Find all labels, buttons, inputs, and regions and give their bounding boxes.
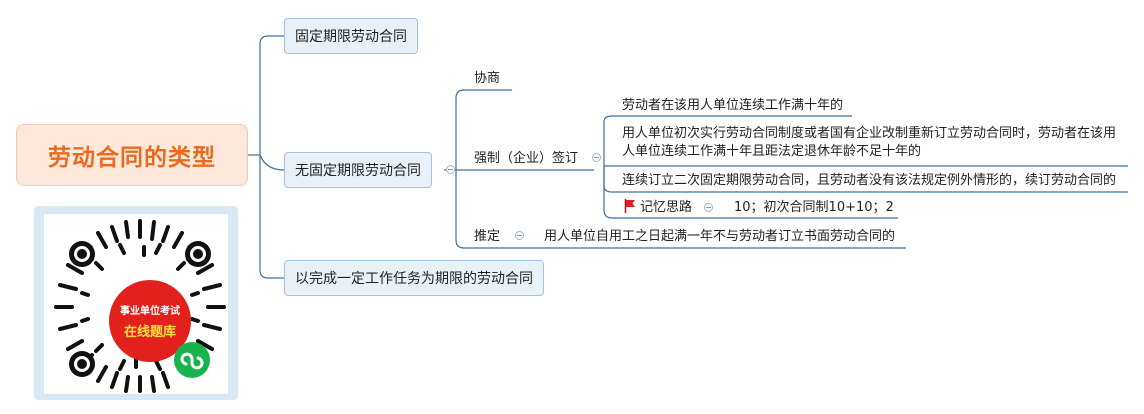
topic-open-ended[interactable]: 无固定期限劳动合同	[284, 152, 432, 188]
qr-line1: 事业单位考试	[120, 306, 180, 317]
topic-fixed-term[interactable]: 固定期限劳动合同	[284, 18, 418, 54]
qr-pattern	[54, 219, 226, 393]
connector-to-open	[259, 154, 285, 171]
condition-1[interactable]: 劳动者在该用人单位连续工作满十年的	[622, 98, 844, 113]
collapse-memory-icon[interactable]	[704, 203, 713, 212]
flag-icon	[624, 199, 635, 213]
presumed-detail[interactable]: 用人单位自用工之日起满一年不与劳动者订立书面劳动合同的	[544, 229, 896, 244]
topic-open-ended-label: 无固定期限劳动合同	[295, 163, 421, 179]
root-label: 劳动合同的类型	[48, 145, 216, 171]
collapse-open-icon[interactable]	[446, 165, 455, 174]
root-topic[interactable]: 劳动合同的类型	[16, 124, 248, 186]
condition-2[interactable]: 用人单位初次实行劳动合同制度或者国有企业改制重新订立劳动合同时，劳动者在该用人单…	[622, 126, 1117, 159]
condition-3[interactable]: 连续订立二次固定期限劳动合同，且劳动者没有该法规定例外情形的，续订劳动合同的	[622, 173, 1117, 188]
topic-task-term[interactable]: 以完成一定工作任务为期限的劳动合同	[284, 260, 544, 296]
collapse-forced-icon[interactable]	[592, 153, 601, 162]
subtopic-forced[interactable]: 强制（企业）签订	[474, 151, 579, 166]
memory-label[interactable]: 记忆思路	[640, 200, 693, 215]
connector-to-presumed	[455, 170, 906, 249]
subtopic-negotiate[interactable]: 协商	[474, 71, 501, 86]
connector-to-fixed	[259, 35, 284, 155]
mini-program-icon	[174, 342, 210, 378]
qr-badge: 事业单位考试 在线题库	[109, 280, 191, 362]
qr-line2: 在线题库	[123, 325, 176, 340]
collapse-presumed-icon[interactable]	[515, 231, 524, 240]
connector-forced-memory	[603, 166, 898, 219]
connector-to-task	[259, 155, 284, 279]
topic-task-term-label: 以完成一定工作任务为期限的劳动合同	[295, 271, 533, 287]
memory-value[interactable]: 10；初次合同制10+10；2	[734, 200, 894, 215]
subtopic-presumed[interactable]: 推定	[474, 229, 501, 244]
connector-to-negotiate	[455, 89, 512, 170]
topic-fixed-term-label: 固定期限劳动合同	[295, 29, 407, 45]
connector-forced-trunk	[603, 115, 852, 166]
